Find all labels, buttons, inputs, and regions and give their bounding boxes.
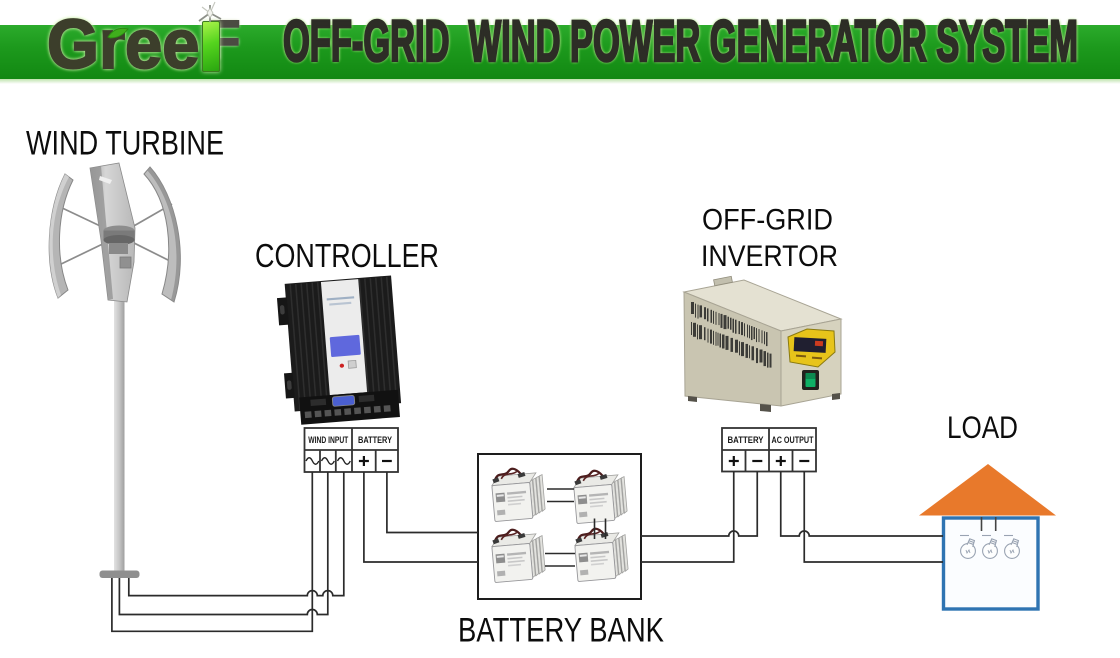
svg-text:WIND INPUT: WIND INPUT bbox=[308, 435, 348, 446]
svg-text:BATTERY BANK: BATTERY BANK bbox=[458, 612, 664, 650]
svg-text:OFF-GRID: OFF-GRID bbox=[702, 204, 833, 237]
svg-text:LOAD: LOAD bbox=[947, 409, 1018, 445]
svg-text:BATTERY: BATTERY bbox=[728, 435, 765, 446]
svg-text:AC OUTPUT: AC OUTPUT bbox=[772, 435, 814, 446]
svg-text:WIND TURBINE: WIND TURBINE bbox=[26, 125, 224, 163]
svg-text:INVERTOR: INVERTOR bbox=[701, 240, 838, 273]
svg-text:CONTROLLER: CONTROLLER bbox=[255, 237, 439, 274]
svg-text:BATTERY: BATTERY bbox=[358, 435, 393, 446]
